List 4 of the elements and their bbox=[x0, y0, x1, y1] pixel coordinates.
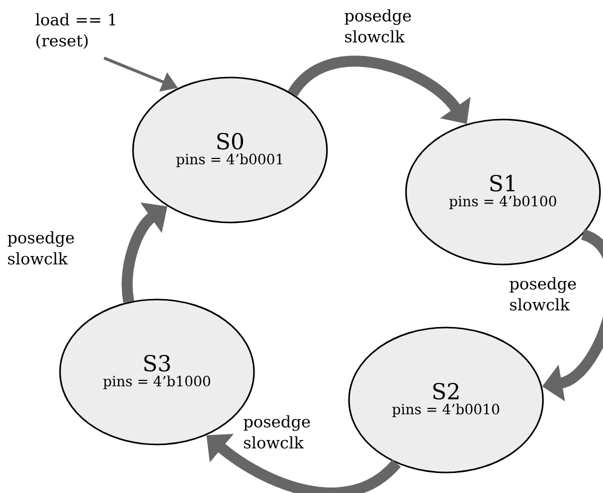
condition-text: load == 1 (reset) bbox=[36, 13, 116, 49]
edge-label: posedge slowclk bbox=[8, 231, 74, 265]
edge-label: posedge slowclk bbox=[344, 9, 411, 43]
edge-label: posedge slowclk bbox=[510, 277, 576, 311]
